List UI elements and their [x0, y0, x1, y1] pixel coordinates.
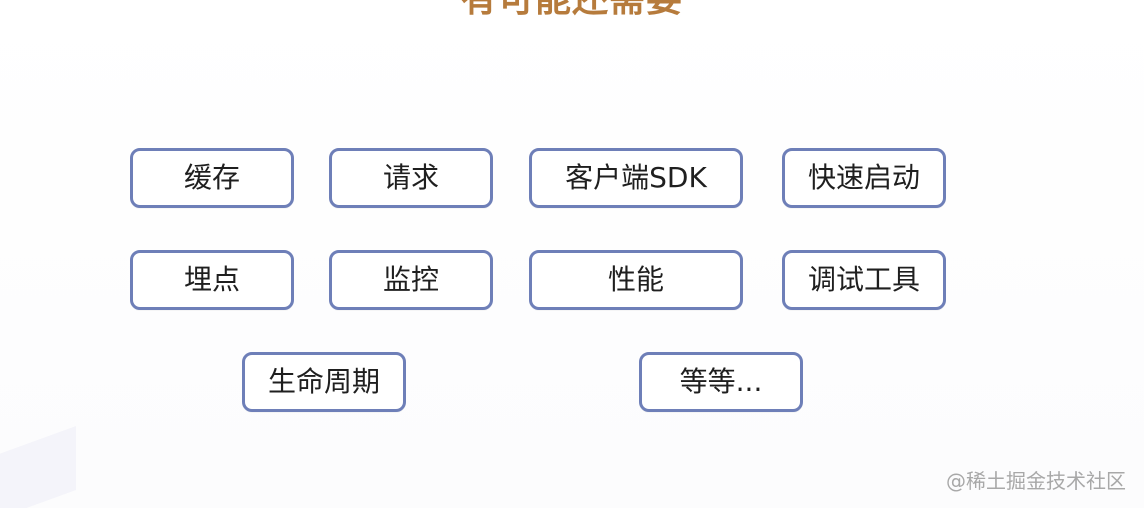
tag-monitoring: 监控	[329, 250, 493, 310]
tag-lifecycle: 生命周期	[242, 352, 406, 412]
tag-client-sdk: 客户端SDK	[529, 148, 743, 208]
decorative-corner-shape	[0, 425, 76, 508]
page-title: 有可能还需要	[0, 0, 1144, 18]
watermark: @稀土掘金技术社区	[946, 469, 1126, 493]
tag-tracking: 埋点	[130, 250, 294, 310]
tag-performance: 性能	[529, 250, 743, 310]
tag-request: 请求	[329, 148, 493, 208]
tag-fast-startup: 快速启动	[782, 148, 946, 208]
tag-etc: 等等...	[639, 352, 803, 412]
tag-debug-tools: 调试工具	[782, 250, 946, 310]
tag-cache: 缓存	[130, 148, 294, 208]
